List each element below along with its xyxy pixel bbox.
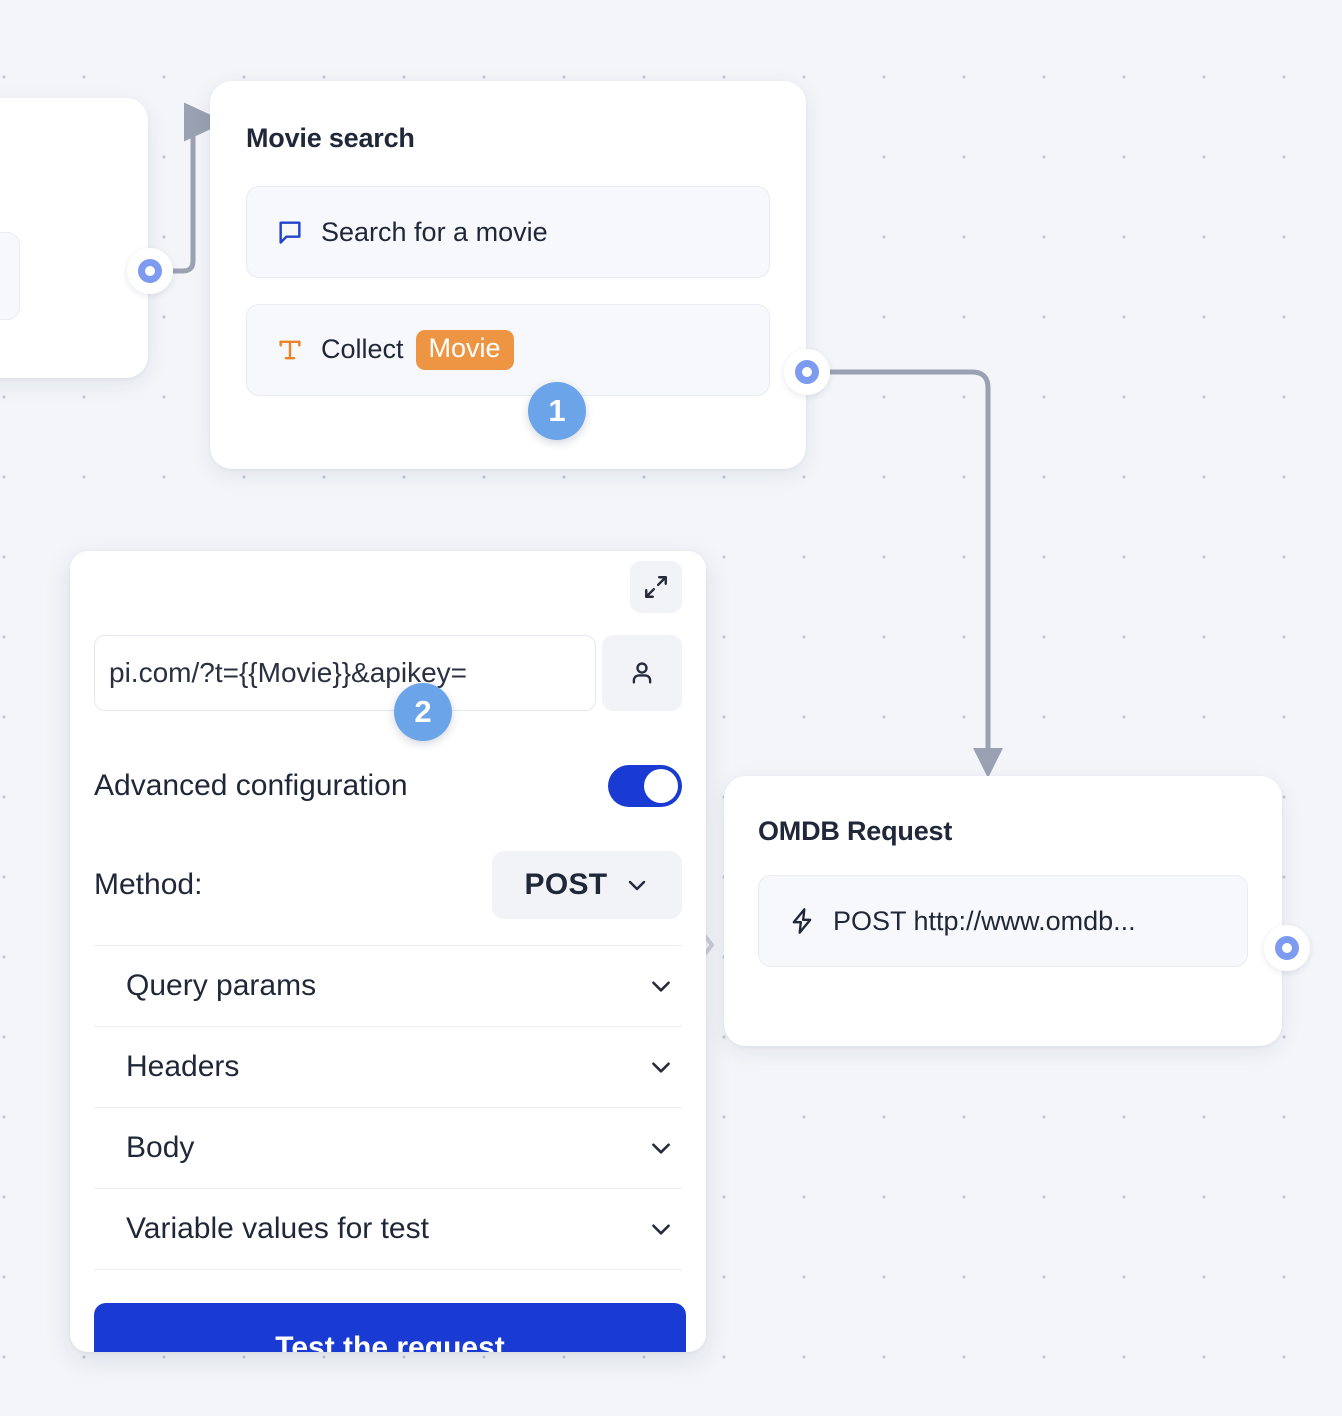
- advanced-configuration-toggle[interactable]: [608, 765, 682, 807]
- person-icon: [632, 662, 652, 684]
- test-the-request-button[interactable]: Test the request: [94, 1303, 686, 1352]
- panel-body: Advanced configuration Method: POST Quer…: [70, 551, 706, 1352]
- omdb-row-post-label: POST http://www.omdb...: [833, 905, 1136, 936]
- advanced-configuration-label: Advanced configuration: [94, 769, 408, 802]
- omdb-request-node[interactable]: OMDB Request POST http://www.omdb...: [724, 776, 1282, 1046]
- variable-chip-movie[interactable]: Movie: [415, 329, 514, 371]
- omdb-row-post[interactable]: POST http://www.omdb...: [758, 875, 1248, 967]
- chevron-down-icon: [652, 1224, 670, 1235]
- method-select[interactable]: POST: [492, 851, 682, 919]
- accordion-variable-values-label: Variable values for test: [126, 1212, 429, 1245]
- identity-button[interactable]: [602, 635, 682, 711]
- chevron-down-icon: [629, 880, 646, 891]
- accordion-query-params[interactable]: Query params: [94, 946, 682, 1027]
- accordion-headers-label: Headers: [126, 1050, 240, 1083]
- omdb-title: OMDB Request: [758, 816, 953, 846]
- collect-word: Collect: [321, 334, 404, 365]
- request-url-input[interactable]: [94, 635, 596, 711]
- chevron-down-icon: [652, 981, 670, 992]
- chevron-down-icon: [652, 1062, 670, 1073]
- port-movie-search-output[interactable]: [784, 349, 830, 395]
- request-config-panel[interactable]: Advanced configuration Method: POST Quer…: [70, 551, 706, 1352]
- movie-search-title: Movie search: [246, 123, 415, 153]
- step-badge-2: 2: [394, 683, 452, 741]
- accordion-body-label: Body: [126, 1131, 195, 1164]
- lightning-bolt-icon: [787, 906, 817, 936]
- chevron-down-icon: [652, 1143, 670, 1154]
- text-t-icon: [275, 335, 305, 365]
- movie-search-node[interactable]: Movie search Search for a movie Collect …: [210, 81, 806, 469]
- method-label: Method:: [94, 868, 203, 901]
- speech-bubble-icon: [275, 217, 305, 247]
- movie-search-row-collect[interactable]: Collect Movie: [246, 304, 770, 396]
- expand-icon: [645, 576, 667, 598]
- accordion-headers[interactable]: Headers: [94, 1027, 682, 1108]
- movie-search-row-search[interactable]: Search for a movie: [246, 186, 770, 278]
- port-omdb-output[interactable]: [1264, 925, 1310, 971]
- accordion-query-params-label: Query params: [126, 969, 317, 1002]
- accordion-body[interactable]: Body: [94, 1108, 682, 1189]
- trigger-node-inner-box: [0, 232, 20, 320]
- accordion-variable-values[interactable]: Variable values for test: [94, 1189, 682, 1270]
- url-row: [94, 635, 682, 711]
- trigger-node[interactable]: [0, 98, 148, 378]
- advanced-configuration-row: Advanced configuration: [94, 765, 682, 807]
- method-row: Method: POST: [94, 851, 682, 946]
- method-value: POST: [524, 868, 608, 901]
- expand-icon-button[interactable]: [630, 561, 682, 613]
- movie-search-row-search-label: Search for a movie: [321, 216, 548, 247]
- step-badge-1: 1: [528, 382, 586, 440]
- movie-search-row-collect-label: Collect Movie: [321, 329, 514, 371]
- port-trigger-output[interactable]: [127, 248, 173, 294]
